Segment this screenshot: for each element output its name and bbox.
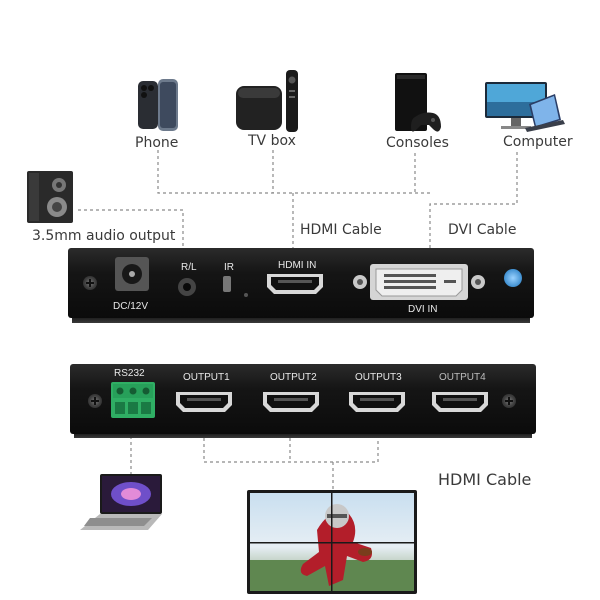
rs232-terminal-icon[interactable] <box>111 382 155 418</box>
console-icon <box>393 73 443 137</box>
tv-box-label: TV box <box>248 133 296 149</box>
dvi-cable-label: DVI Cable <box>448 222 517 238</box>
led-icon <box>244 293 248 297</box>
dc-jack-icon[interactable] <box>115 257 149 291</box>
speaker-icon <box>26 170 76 226</box>
ir-label: IR <box>224 262 234 273</box>
rl-label: R/L <box>181 262 197 273</box>
screw-icon <box>88 394 102 408</box>
phone-icon <box>136 79 180 133</box>
line-outputs <box>203 432 379 463</box>
output3-port-icon[interactable] <box>348 391 406 413</box>
hdmi-in-label: HDMI IN <box>278 260 317 271</box>
rs232-label: RS232 <box>114 368 145 379</box>
line-computer <box>429 152 518 250</box>
dvi-in-label: DVI IN <box>408 304 438 315</box>
output3-label: OUTPUT3 <box>355 372 402 383</box>
video-wall-display <box>247 490 417 594</box>
output1-port-icon[interactable] <box>175 391 233 413</box>
output-panel-edge <box>74 434 532 438</box>
audio-jack-icon[interactable] <box>178 278 196 296</box>
ir-sensor-icon[interactable] <box>223 276 231 292</box>
input-panel-edge <box>72 318 530 323</box>
output4-label: OUTPUT4 <box>439 372 486 383</box>
output1-label: OUTPUT1 <box>183 372 230 383</box>
line-audio <box>78 209 184 250</box>
line-phone <box>157 150 430 194</box>
phone-label: Phone <box>135 135 179 151</box>
screw-icon <box>502 394 516 408</box>
tv-box-icon <box>234 68 304 134</box>
consoles-label: Consoles <box>386 135 449 151</box>
audio-output-label: 3.5mm audio output <box>32 228 176 244</box>
hdmi-cable-label-bottom: HDMI Cable <box>438 470 532 489</box>
dvi-in-port-icon[interactable] <box>352 260 486 304</box>
computer-label: Computer <box>503 134 573 150</box>
dc-label: DC/12V <box>113 301 149 312</box>
laptop-icon <box>78 472 164 534</box>
hdmi-in-port-icon[interactable] <box>266 273 324 295</box>
output2-label: OUTPUT2 <box>270 372 317 383</box>
screw-icon <box>83 276 97 290</box>
computer-icon <box>483 80 567 136</box>
output4-port-icon[interactable] <box>431 391 489 413</box>
knob-icon[interactable] <box>504 269 522 287</box>
hdmi-cable-label-top: HDMI Cable <box>300 222 382 238</box>
output2-port-icon[interactable] <box>262 391 320 413</box>
